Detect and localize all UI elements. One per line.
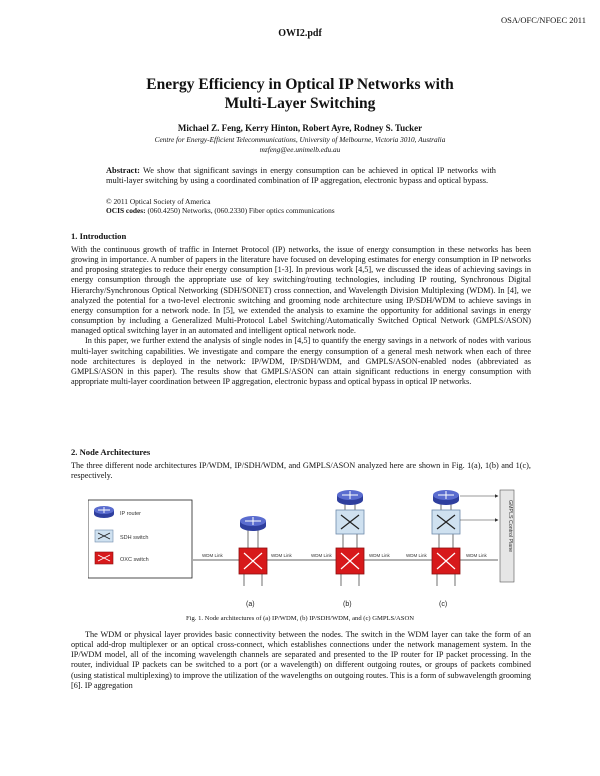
ocis-label: OCIS codes: [106, 206, 146, 215]
legend-label-oxc: OXC switch [120, 557, 149, 563]
legend-router-icon [94, 506, 114, 518]
sublabel-a: (a) [246, 601, 255, 608]
legend-label-sdh: SDH switch [120, 535, 148, 541]
oxc-c-icon [431, 547, 461, 575]
router-b-icon [337, 490, 363, 505]
router-c-icon [433, 490, 459, 505]
port-label-b-right: WDM Link [369, 553, 391, 558]
affiliation: Centre for Energy-Efficient Telecommunic… [154, 135, 446, 144]
ocis-text: (060.4250) Networks, (060.2330) Fiber op… [147, 206, 335, 215]
affiliation-block: Centre for Energy-Efficient Telecommunic… [0, 135, 600, 155]
paper-title: Energy Efficiency in Optical IP Networks… [0, 75, 600, 113]
node-a: WDM Link WDM Link (a) [193, 516, 310, 608]
section-1-heading: 1. Introduction [71, 231, 127, 241]
legend-oxc-icon [94, 551, 114, 565]
sdh-c-icon [431, 509, 461, 535]
section-1-body: With the continuous growth of traffic in… [71, 245, 531, 387]
abstract-label: Abstract: [106, 166, 140, 175]
port-label-a-left: WDM Link [202, 553, 224, 558]
sdh-b-icon [335, 509, 365, 535]
section-2-paragraph-1: The three different node architectures I… [71, 461, 531, 481]
figure-1: IP router SDH switch OXC switch WDM Link… [88, 489, 515, 608]
title-line-1: Energy Efficiency in Optical IP Networks… [146, 76, 454, 93]
legend-label-router: IP router [120, 511, 141, 517]
file-name-header: OWI2.pdf [278, 28, 322, 39]
port-label-a-right: WDM Link [271, 553, 293, 558]
port-label-c-left: WDM Link [406, 553, 428, 558]
router-a-icon [240, 516, 266, 531]
node-b: WDM Link WDM Link (b) [310, 490, 406, 608]
sublabel-c: (c) [439, 601, 447, 608]
ocis-codes: OCIS codes: (060.4250) Networks, (060.23… [106, 206, 335, 215]
oxc-b-icon [335, 547, 365, 575]
oxc-a-icon [238, 547, 268, 575]
control-plane-box [499, 489, 515, 583]
abstract-text: We show that significant savings in ener… [106, 166, 496, 186]
section-2-body-1: The three different node architectures I… [71, 461, 531, 481]
copyright: © 2011 Optical Society of America [106, 197, 211, 206]
sublabel-b: (b) [343, 601, 352, 608]
email: mzfeng@ee.unimelb.edu.au [259, 145, 341, 154]
title-line-2: Multi-Layer Switching [224, 95, 376, 112]
node-c: WDM Link WDM Link [406, 489, 515, 608]
port-label-c-right: WDM Link [466, 553, 488, 558]
control-plane-label: GMPLS Control Plane [507, 500, 513, 552]
section-2-heading: 2. Node Architectures [71, 447, 151, 457]
section-1-paragraph-2: In this paper, we further extend the ana… [71, 336, 531, 387]
section-1-paragraph-1: With the continuous growth of traffic in… [71, 245, 531, 336]
abstract-meta: © 2011 Optical Society of America OCIS c… [106, 197, 335, 215]
author-list: Michael Z. Feng, Kerry Hinton, Robert Ay… [177, 123, 423, 133]
section-2-body-2: The WDM or physical layer provides basic… [71, 630, 531, 691]
figure-1-caption: Fig. 1. Node architectures of (a) IP/WDM… [186, 615, 414, 622]
port-label-b-left: WDM Link [311, 553, 333, 558]
abstract: Abstract: We show that significant savin… [106, 166, 496, 187]
legend-sdh-icon [94, 529, 114, 543]
section-2-paragraph-2: The WDM or physical layer provides basic… [71, 630, 531, 690]
conference-header: OSA/OFC/NFOEC 2011 [501, 15, 586, 25]
